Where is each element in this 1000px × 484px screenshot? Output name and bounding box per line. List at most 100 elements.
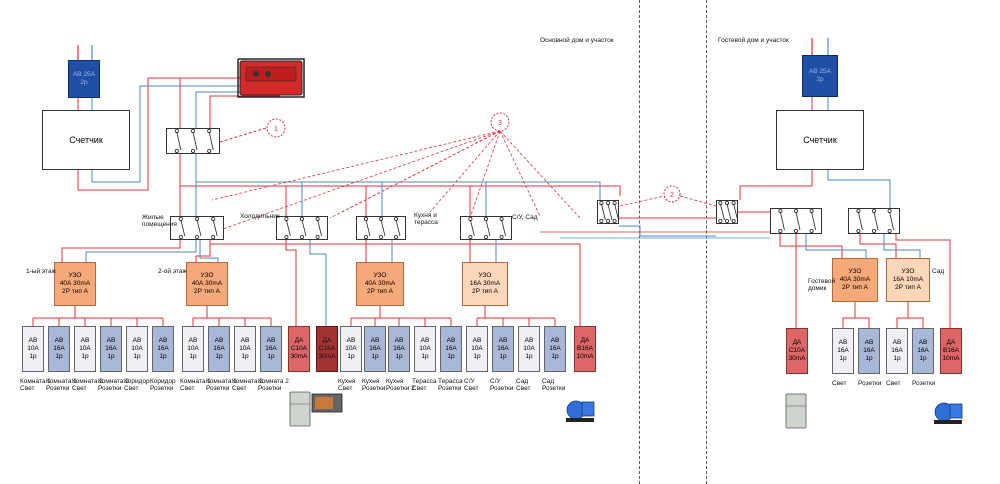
guest-switch-2-blade [889, 211, 894, 231]
group-switch-3-contact [378, 234, 383, 239]
main-uzo-4-text: УЗО [478, 272, 492, 279]
main-breaker-22-text: В16А [577, 345, 593, 352]
main-breaker-6-text: АВ 16А [157, 337, 169, 352]
main-breaker-4-text: 1р [107, 353, 115, 360]
main-uzo-2-text: 40А 30mA [191, 280, 223, 287]
main-meter-text: Счетчик [69, 135, 103, 145]
guest-switch-1-contact [778, 228, 783, 233]
main-zone-title: Основной дом и участок [540, 37, 614, 44]
feed-uzo2-n [199, 240, 219, 262]
callout-3-text: 3 [498, 120, 502, 127]
reserve-switch-guest-contact [718, 218, 723, 223]
main-breaker-label-2: Комната 1 Розетки [46, 378, 77, 392]
callout2-leader [619, 195, 665, 207]
main-uzo-2-text: 2Р тип А [193, 288, 221, 295]
group-switch-2-blade [317, 219, 322, 237]
guest-breaker-3-text: АВ 16А [863, 339, 875, 354]
main-breaker-18-text: 1р [473, 353, 481, 360]
main-transfer-switch-contact [174, 148, 179, 153]
main-breaker-8-text: 1р [215, 353, 223, 360]
guest-zone-title: Гостевой дом и участок [718, 37, 789, 44]
main-breaker-11-text: 30mA [290, 353, 308, 360]
main-transfer-switch-blade [192, 131, 198, 151]
main-breaker-3-text: АВ 10А [79, 337, 91, 352]
guest-switch-2-contact [856, 228, 861, 233]
pump-icon-motor [949, 403, 963, 419]
callout3-leader [499, 130, 541, 217]
guest-breaker-5-text: АВ 16А [917, 339, 929, 354]
guest-breaker-6-text: 10mA [942, 355, 960, 362]
reserve-switch-guest-blade [720, 203, 725, 221]
callout1-leader [219, 127, 267, 143]
main-breaker-label-4: Комната 2 Розетки [98, 378, 129, 392]
main-breaker-label-9: Комната 2 Свет [232, 378, 263, 392]
main-breaker-label-3: Комната 2 Свет [72, 378, 103, 392]
group-switch-1-contact [178, 234, 183, 239]
floor-label-2: 2-ой этаж [158, 268, 187, 275]
reserve-switch-main-contact [612, 218, 617, 223]
callout3-leader [429, 130, 501, 213]
main-breaker-label-19: С/У Розетки [490, 378, 514, 392]
guest-switch-1-contact [794, 228, 799, 233]
main-breaker-5-text: АВ 10А [131, 337, 143, 352]
fridge-icon [785, 393, 807, 429]
reserve-switch-guest-blade [733, 203, 738, 221]
group-switch-3-contact [363, 234, 368, 239]
main-breaker-7-text: 1р [189, 353, 197, 360]
guest-feed-uzo2 [859, 234, 897, 258]
main-breaker-12-text: С16А [318, 345, 336, 352]
main-breaker-label-10: Комната 2 Розетки [258, 378, 289, 392]
guest-feed-uzo1 [779, 234, 843, 258]
main-breaker-14-text: 1р [371, 353, 379, 360]
group-switch-2-contact [299, 234, 304, 239]
main-uzo-3-text: 40А 30mA [364, 280, 396, 287]
guest-uzo-2-text: УЗО [901, 268, 915, 275]
guest-switch-1-contact [809, 228, 814, 233]
main-breaker-12-text: ДА [322, 337, 332, 344]
group-switch-1-blade [180, 219, 186, 237]
guest-breaker-1-text: С10А [788, 347, 806, 354]
main-breaker-20-text: 1р [525, 353, 533, 360]
guest-intro-breaker-text: АВ 25А [808, 68, 832, 75]
main-transfer-switch-blade [176, 131, 182, 151]
callout-1 [266, 118, 286, 138]
callout-2-text: 2 [670, 192, 674, 199]
reserve-switch-guest-contact [731, 218, 736, 223]
main-breaker-9-text: АВ 10А [239, 337, 251, 352]
group-switch-2-blade [301, 219, 307, 237]
guest-meter-text: Счетчик [803, 135, 837, 145]
group-switch-3-blade [380, 219, 386, 237]
group-switch-4-blade [470, 219, 475, 237]
guest-uzo-1-text: УЗО [848, 268, 862, 275]
main-breaker-19-text: АВ 16А [497, 337, 509, 352]
main-breaker-11-text: ДА [294, 337, 304, 344]
main-uzo-1-text: УЗО [68, 272, 82, 279]
callout2-leader [679, 195, 717, 207]
microwave-window [315, 397, 333, 409]
reserve-switch-main-contact [599, 218, 604, 223]
reserve-switch-main-contact [606, 218, 611, 223]
main-breaker-label-16: Терасса Свет [412, 378, 437, 392]
main-breaker-16-text: 1р [421, 353, 429, 360]
main-breaker-11-text: С10А [290, 345, 308, 352]
main-uzo-1-text: 2Р тип А [61, 288, 89, 295]
group-switch-4-contact [499, 234, 504, 239]
group-switch-2-contact [315, 234, 320, 239]
